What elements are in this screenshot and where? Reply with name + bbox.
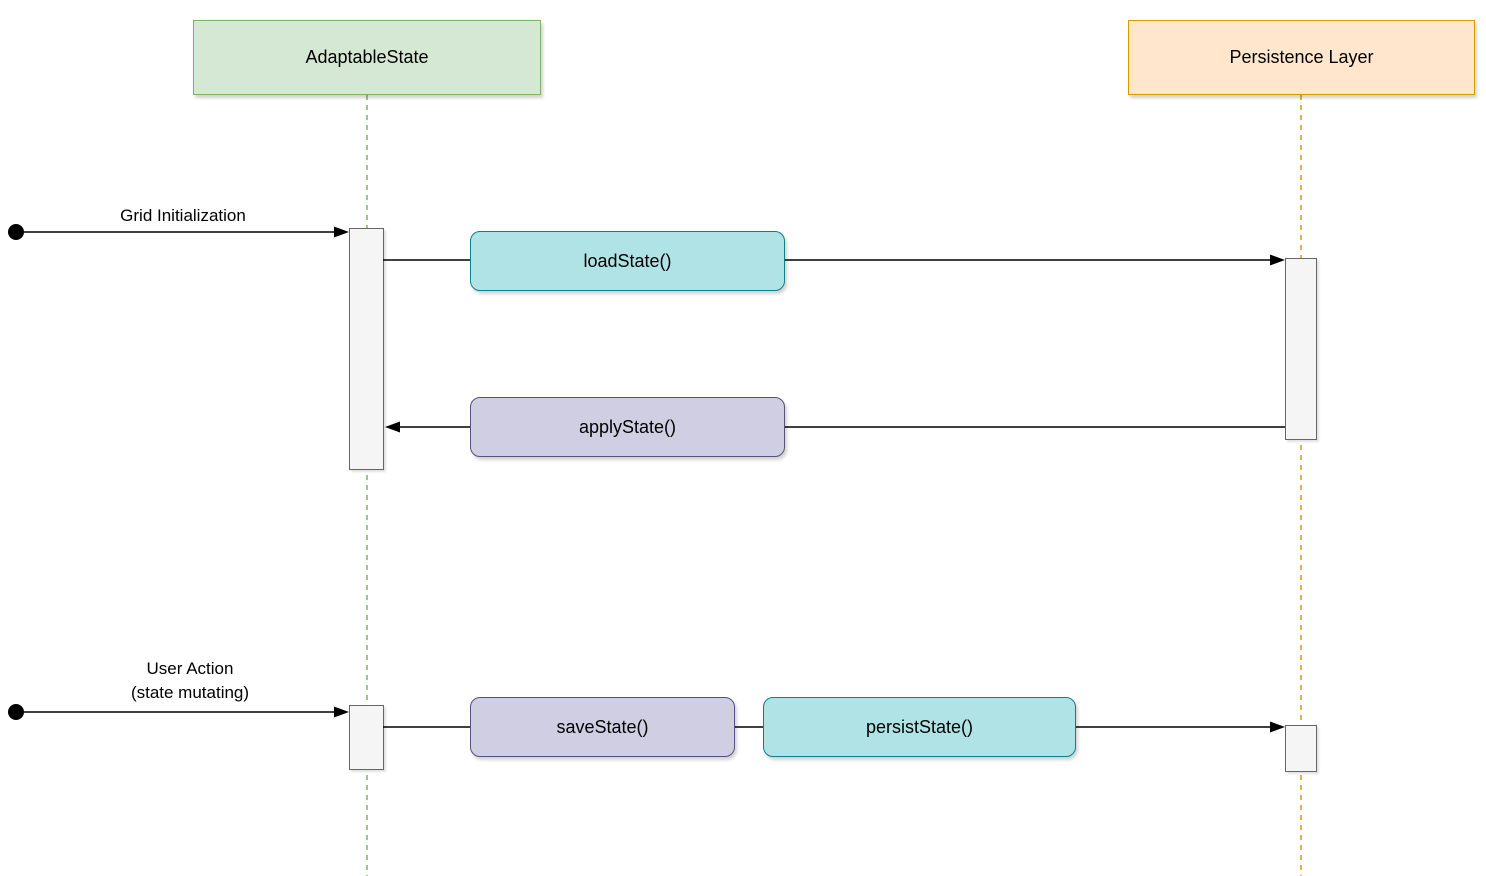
actor-persistence-layer-label: Persistence Layer [1229, 47, 1374, 67]
applystate-label: applyState() [578, 416, 677, 437]
loadstate-label: loadState() [583, 250, 672, 271]
grid-init-label: Grid Initialization [120, 206, 246, 225]
user-action-label-line1: User Action [146, 659, 234, 678]
loadstate-arrowhead [1270, 254, 1285, 266]
applystate-arrowhead [385, 421, 400, 433]
persistence-activation-2 [1285, 725, 1317, 772]
user-action-label-line2: (state mutating) [130, 682, 250, 702]
user-action-label: User Action (state mutating) [65, 657, 315, 705]
actor-persistence-layer: Persistence Layer [1128, 20, 1475, 95]
applystate-message-box: applyState() [470, 397, 785, 457]
adaptablestate-activation-1 [349, 228, 384, 470]
user-action-start-dot [8, 704, 24, 720]
savestate-label: saveState() [556, 716, 649, 737]
adaptablestate-activation-2 [349, 705, 384, 770]
grid-init-start-dot [8, 224, 24, 240]
persiststate-label: persistState() [865, 716, 974, 737]
grid-init-arrowhead [334, 226, 349, 238]
savestate-message-box: saveState() [470, 697, 735, 757]
persiststate-message-box: persistState() [763, 697, 1076, 757]
persistence-activation-1 [1285, 258, 1317, 440]
actor-adaptablestate-label: AdaptableState [305, 47, 429, 67]
savestate-arrowhead [1270, 721, 1285, 733]
user-action-arrowhead [334, 706, 349, 718]
loadstate-message-box: loadState() [470, 231, 785, 291]
actor-adaptablestate: AdaptableState [193, 20, 541, 95]
